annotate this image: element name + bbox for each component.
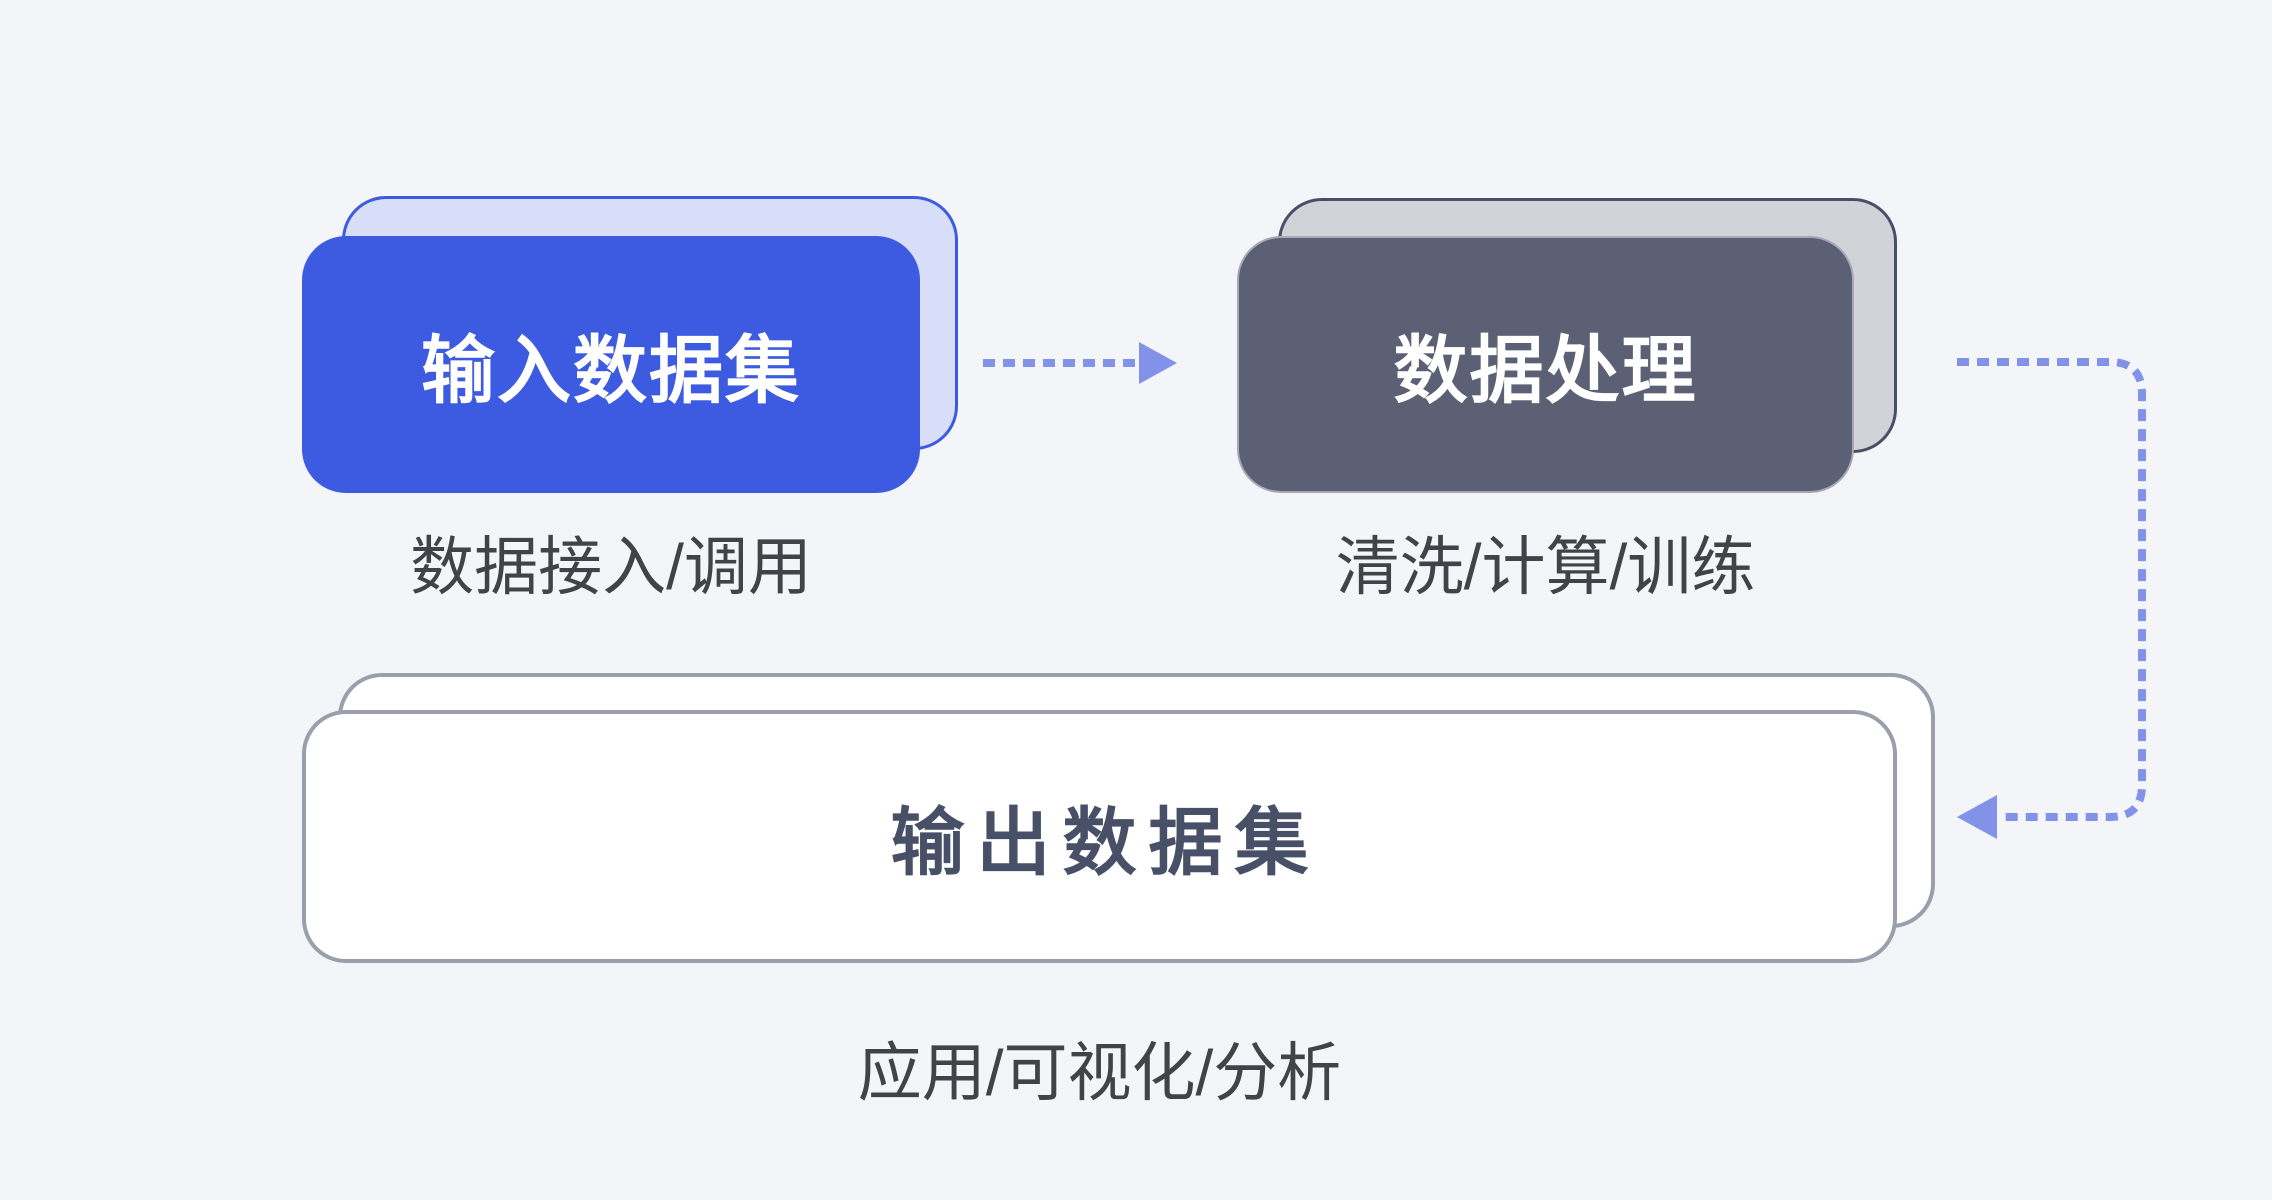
input-dataset-caption: 数据接入/调用 xyxy=(410,531,812,603)
data-processing-card: 数据处理 xyxy=(1237,236,1854,493)
data-processing-title: 数据处理 xyxy=(1393,329,1698,412)
arrow-left-icon xyxy=(1957,795,1997,839)
output-dataset-caption: 应用/可视化/分析 xyxy=(857,1037,1342,1109)
input-dataset-card: 输入数据集 xyxy=(302,236,920,493)
output-dataset-card: 输出数据集 xyxy=(302,710,1897,963)
output-dataset-title: 输出数据集 xyxy=(890,801,1321,884)
data-processing-caption: 清洗/计算/训练 xyxy=(1335,531,1756,603)
arrow-right-icon xyxy=(1139,342,1177,384)
arrow-process-to-output-line xyxy=(1957,358,2146,821)
input-dataset-title: 输入数据集 xyxy=(421,329,801,412)
